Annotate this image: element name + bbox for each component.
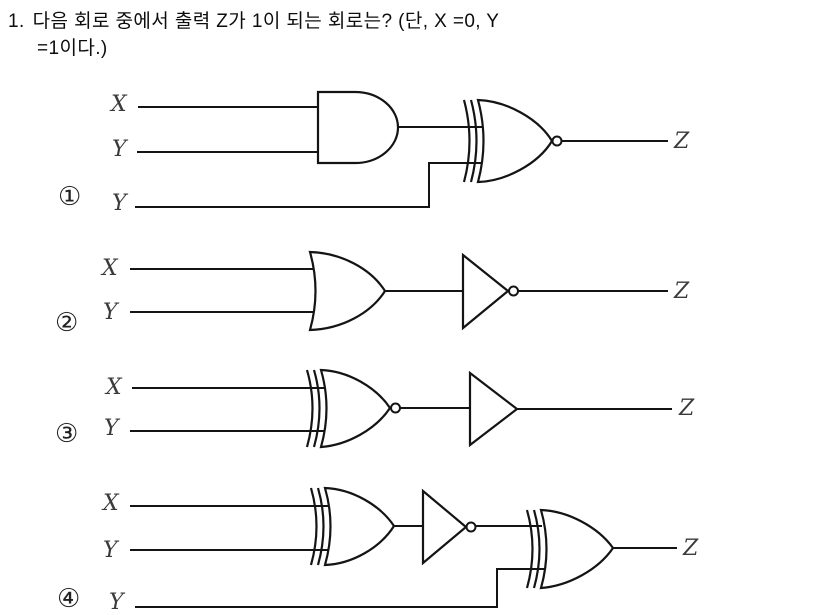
input-label-y: Y — [103, 538, 120, 563]
question-line1-row: 1. 다음 회로 중에서 출력 Z가 1이 되는 회로는? (단, X =0, Y — [8, 8, 808, 35]
xnor-gate-input-arc — [462, 99, 471, 183]
input-label-extra-y: Y — [112, 191, 129, 216]
wire-input-extra-y — [135, 162, 481, 208]
circuit-1: X Y Y Z ① — [58, 90, 690, 216]
xnor-gate-input-arc — [312, 369, 321, 448]
question-line2: =1이다.) — [37, 38, 108, 59]
option-marker-1: ① — [58, 182, 81, 212]
input-label-y: Y — [103, 300, 120, 325]
xnor-inversion-bubble — [390, 402, 401, 414]
output-label-z: Z — [673, 129, 690, 154]
not-gate — [421, 488, 468, 566]
xor-gate-input-arc — [316, 487, 325, 566]
circuit-2: X Y Z ② — [55, 250, 690, 338]
xnor-inversion-bubble — [551, 135, 563, 147]
xnor-gate — [319, 368, 392, 449]
xnor-gate — [476, 98, 554, 184]
option-marker-4: ④ — [57, 584, 80, 614]
input-label-x: X — [104, 375, 123, 400]
xor-gate-input-arc — [532, 509, 541, 589]
input-label-extra-y: Y — [109, 590, 126, 615]
not-gate — [461, 252, 510, 331]
buffer-gate — [468, 370, 519, 448]
circuit-4: X Y Y Z ④ — [57, 486, 699, 615]
xnor-gate-input-arc — [469, 99, 478, 183]
output-label-z: Z — [673, 279, 690, 304]
output-label-z: Z — [678, 396, 695, 421]
question-text: 1. 다음 회로 중에서 출력 Z가 1이 되는 회로는? (단, X =0, Y… — [8, 8, 808, 62]
wire-input-extra-y — [135, 568, 544, 608]
input-label-x: X — [109, 92, 128, 117]
input-label-y: Y — [112, 137, 129, 162]
xnor-gate-input-arc — [305, 369, 314, 448]
and-gate — [316, 90, 400, 165]
question-line1: 다음 회로 중에서 출력 Z가 1이 되는 회로는? (단, X =0, Y — [32, 11, 500, 32]
xor-gate-input-arc — [525, 509, 534, 589]
not-inversion-bubble — [508, 285, 519, 297]
xor-gate — [539, 508, 615, 590]
circuit-3: X Y Z ③ — [55, 368, 695, 449]
xor-gate-input-arc — [309, 487, 318, 566]
question-number: 1. — [8, 11, 25, 32]
option-marker-2: ② — [55, 308, 78, 338]
input-label-y: Y — [104, 416, 121, 441]
output-label-z: Z — [682, 536, 699, 561]
input-label-x: X — [101, 491, 120, 516]
xor-gate — [323, 486, 396, 567]
input-label-x: X — [100, 256, 119, 281]
not-inversion-bubble — [465, 521, 477, 533]
or-gate — [308, 250, 387, 332]
option-marker-3: ③ — [55, 419, 78, 449]
